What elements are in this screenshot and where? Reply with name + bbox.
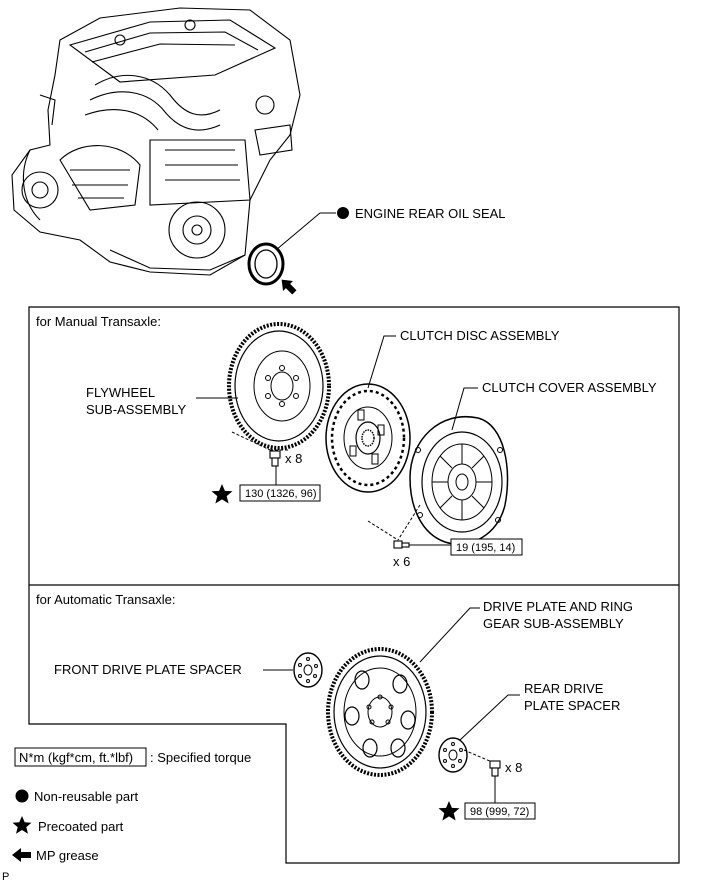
auto-precoated-star-icon — [438, 801, 460, 821]
auto-torque-box — [464, 802, 536, 820]
manual-section-title: for Manual Transaxle: — [36, 314, 161, 329]
drive-plate-label-line2: GEAR SUB-ASSEMBLY — [483, 616, 624, 631]
drive-plate-label-line1: DRIVE PLATE AND RING — [483, 599, 633, 614]
drive-plate-leader-line — [419, 607, 480, 663]
flywheel-torque-value: 130 (1326, 96) — [245, 488, 317, 500]
flywheel-bolt-quantity: x 8 — [285, 451, 302, 466]
front-drive-plate-spacer — [293, 652, 323, 688]
clutch-cover-leader-line — [451, 387, 478, 431]
legend-torque-desc: : Specified torque — [150, 750, 251, 765]
oil-seal-label: ENGINE REAR OIL SEAL — [355, 206, 506, 221]
cover-torque-value: 19 (195, 14) — [456, 542, 515, 554]
legend: N*m (kgf*cm, ft.*lbf) : Specified torque… — [12, 747, 251, 863]
flywheel-sub-assembly — [227, 322, 331, 450]
drive-plate-bolt — [489, 760, 501, 777]
flywheel-bolt — [269, 450, 281, 467]
legend-non-reusable-label: Non-reusable part — [34, 789, 138, 804]
cover-bolt-guide — [367, 504, 421, 541]
auto-torque-value: 98 (999, 72) — [470, 806, 529, 818]
engine-rear-oil-seal — [247, 242, 285, 286]
cover-torque-box — [450, 538, 523, 556]
clutch-cover-label: CLUTCH COVER ASSEMBLY — [482, 380, 657, 395]
auto-bolt-guide — [463, 749, 493, 763]
footer-code: P — [2, 871, 9, 882]
clutch-cover-bolt — [393, 540, 410, 549]
clutch-disc-leader-line — [367, 335, 396, 389]
rear-spacer-label-line1: REAR DRIVE — [524, 681, 604, 696]
oil-seal-leader-line — [275, 212, 336, 251]
flywheel-label-line2: SUB-ASSEMBLY — [86, 402, 187, 417]
engine-illustration — [11, 7, 301, 276]
clutch-disc-label: CLUTCH DISC ASSEMBLY — [400, 328, 560, 343]
rear-spacer-leader-line — [459, 694, 520, 741]
flywheel-label-line1: FLYWHEEL — [86, 385, 155, 400]
front-spacer-label: FRONT DRIVE PLATE SPACER — [54, 662, 242, 677]
flywheel-bolt-guide — [231, 431, 290, 451]
legend-precoated-star-icon — [12, 816, 32, 834]
legend-torque-units: N*m (kgf*cm, ft.*lbf) — [19, 750, 133, 765]
clutch-cover-assembly — [409, 415, 509, 545]
rear-spacer-label-line2: PLATE SPACER — [524, 698, 620, 713]
legend-precoated-label: Precoated part — [38, 819, 124, 834]
cover-bolt-quantity: x 6 — [393, 554, 410, 569]
automatic-section-title: for Automatic Transaxle: — [36, 592, 175, 607]
automatic-transaxle-frame — [28, 585, 680, 864]
legend-torque-box — [14, 747, 147, 767]
mp-grease-arrow-icon — [281, 279, 297, 295]
rear-drive-plate-spacer — [438, 737, 468, 773]
legend-mp-grease-label: MP grease — [36, 848, 99, 863]
legend-mp-grease-arrow-icon — [12, 848, 31, 862]
auto-bolt-quantity: x 8 — [505, 760, 522, 775]
flywheel-torque-box — [239, 484, 321, 502]
precoated-star-icon — [211, 484, 233, 504]
clutch-disc-assembly — [325, 383, 411, 493]
drive-plate-and-ring-gear — [326, 647, 434, 777]
legend-non-reusable-icon — [15, 789, 29, 803]
non-reusable-icon — [337, 207, 349, 219]
